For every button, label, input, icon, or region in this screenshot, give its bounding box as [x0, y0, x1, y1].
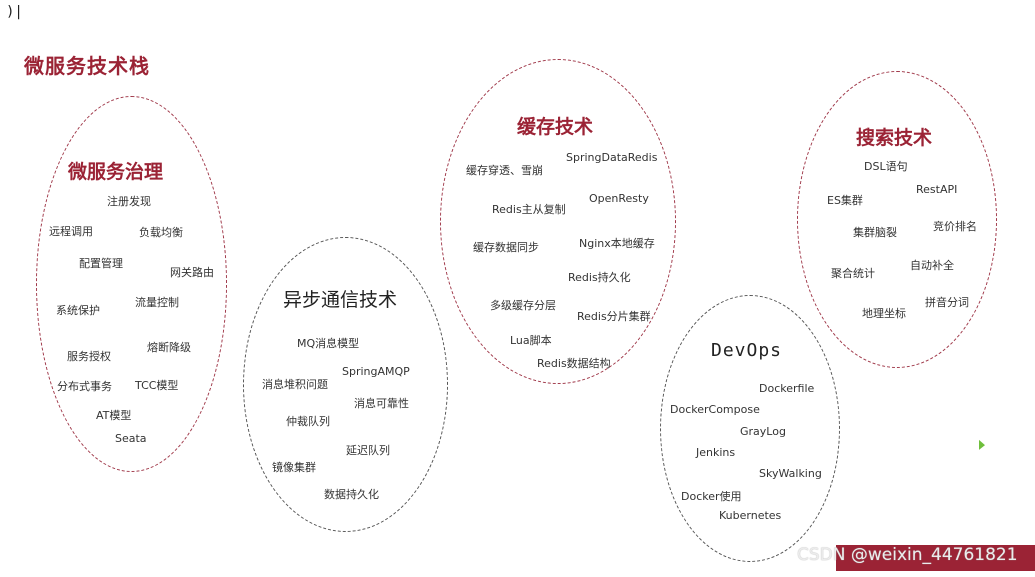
async-ellipse [243, 237, 448, 532]
governance-title: 微服务治理 [68, 161, 164, 183]
search-item: DSL语句 [864, 160, 908, 173]
cache-item: Redis主从复制 [492, 203, 566, 216]
async-item: 仲裁队列 [286, 415, 330, 428]
async-item: 数据持久化 [324, 488, 379, 501]
governance-item: TCC模型 [135, 379, 179, 392]
governance-item: 配置管理 [79, 257, 123, 270]
governance-item: 网关路由 [170, 266, 214, 279]
cache-item: Redis数据结构 [537, 357, 611, 370]
search-item: 地理坐标 [862, 307, 906, 320]
cache-item: OpenResty [589, 192, 649, 205]
cache-item: 多级缓存分层 [490, 299, 556, 312]
search-title: 搜索技术 [856, 127, 933, 149]
devops-ellipse [660, 295, 840, 562]
devops-title: DevOps [711, 340, 783, 361]
devops-item: Dockerfile [759, 382, 815, 395]
governance-item: AT模型 [96, 409, 132, 422]
async-item: 消息可靠性 [354, 397, 409, 410]
async-item: MQ消息模型 [297, 337, 360, 350]
cache-item: 缓存穿透、雪崩 [466, 164, 543, 177]
search-item: ES集群 [827, 194, 863, 207]
search-item: 拼音分词 [925, 296, 969, 309]
devops-item: GrayLog [740, 425, 786, 438]
search-item: 竞价排名 [933, 220, 977, 233]
governance-ellipse [36, 96, 227, 472]
devops-item: Jenkins [696, 446, 736, 459]
governance-item: 熔断降级 [147, 341, 191, 354]
watermark-background [836, 545, 1035, 571]
governance-item: 分布式事务 [57, 380, 112, 393]
governance-item: Seata [115, 432, 147, 445]
cache-item: Redis持久化 [568, 271, 631, 284]
cache-item: SpringDataRedis [566, 151, 658, 164]
cache-ellipse [440, 59, 676, 384]
governance-item: 远程调用 [49, 225, 93, 238]
async-item: 消息堆积问题 [262, 378, 328, 391]
search-item: 聚合统计 [831, 267, 875, 280]
async-title: 异步通信技术 [283, 289, 398, 311]
governance-item: 系统保护 [56, 304, 100, 317]
governance-item: 注册发现 [107, 195, 151, 208]
devops-item: Docker使用 [681, 490, 742, 503]
cache-item: Nginx本地缓存 [579, 237, 655, 250]
cache-title: 缓存技术 [517, 116, 594, 138]
governance-item: 服务授权 [67, 350, 111, 363]
async-item: SpringAMQP [342, 365, 410, 378]
search-ellipse [797, 71, 997, 368]
governance-item: 流量控制 [135, 296, 179, 309]
watermark-text: CSDN @weixin_44761821 [797, 545, 1018, 565]
devops-item: Kubernetes [719, 509, 782, 522]
async-item: 延迟队列 [346, 444, 390, 457]
search-item: 自动补全 [910, 259, 954, 272]
devops-item: DockerCompose [670, 403, 760, 416]
mouse-pointer-icon [979, 439, 985, 453]
page-title: 微服务技术栈 [24, 54, 150, 78]
search-item: RestAPI [916, 183, 958, 196]
search-item: 集群脑裂 [853, 226, 897, 239]
governance-item: 负载均衡 [139, 226, 183, 239]
async-item: 镜像集群 [272, 461, 316, 474]
devops-item: SkyWalking [759, 467, 822, 480]
cache-item: Redis分片集群 [577, 310, 651, 323]
cache-item: 缓存数据同步 [473, 241, 539, 254]
cache-item: Lua脚本 [510, 334, 552, 347]
text-cursor-mark: )| [6, 4, 23, 20]
